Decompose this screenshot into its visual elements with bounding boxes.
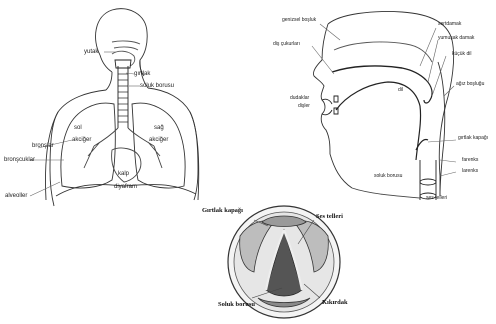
head-outline — [96, 9, 148, 76]
label-girtlak-kapagi: gırtlak kapağı — [458, 136, 488, 141]
face-profile — [100, 55, 112, 72]
label-diyafram: diyafram — [114, 184, 137, 190]
label-ses-telleri: ses telleri — [426, 196, 447, 201]
nasal-cavity — [112, 41, 140, 50]
neck-front — [352, 188, 420, 198]
nasal-cavity-2 — [334, 42, 432, 62]
label-sag-akciger: akciğer — [149, 137, 168, 143]
right-lung — [132, 103, 185, 188]
soft-palate — [424, 80, 432, 103]
label-kucuk-dil: küçük dil — [452, 52, 471, 57]
label-yumusak-damak: yumuşak damak — [438, 36, 474, 41]
label-larenks: larenks — [462, 169, 478, 174]
label-sertdamak: sertdamak — [438, 22, 461, 27]
label-kalp: kalp — [118, 171, 129, 177]
label-dis-cukurlari: diş çukurları — [273, 42, 300, 47]
label-agiz-boslugu: ağız boşluğu — [456, 82, 484, 87]
label-soluk-borusu-3: Soluk borusu — [218, 302, 255, 309]
label-yutak: yutak — [84, 49, 98, 55]
label-kikirdak: Kıkırdak — [322, 300, 348, 307]
label-dil: dil — [398, 88, 403, 93]
arm-left — [46, 112, 59, 200]
label-soluk-borusu-2: soluk borusu — [374, 174, 402, 179]
trachea-rings — [118, 74, 128, 122]
label-alveoller: alveoller — [5, 193, 27, 199]
teeth — [334, 96, 338, 114]
label-girtlak: gırtlak — [134, 71, 150, 77]
label-sag: sağ — [154, 125, 164, 131]
label-genizsel-bosluk: genizsel boşluk — [282, 18, 316, 23]
tongue-2 — [336, 82, 421, 160]
label-disler: dişler — [298, 104, 310, 109]
hard-palate — [332, 66, 426, 80]
label-sol: sol — [74, 125, 82, 131]
label-soluk-borusu: soluk borusu — [140, 83, 174, 89]
trachea — [118, 66, 128, 128]
vocal-cords — [420, 179, 436, 185]
label-bronslar: bronşlar — [32, 143, 54, 149]
label-farenks: farenks — [462, 158, 478, 163]
label-bronscuklar: bronşcuklar — [4, 157, 35, 163]
face-profile-2 — [313, 24, 352, 188]
vocal-tract-diagram — [312, 12, 456, 201]
skull-outline — [328, 12, 454, 197]
larynx — [115, 60, 131, 68]
label-girtlak-kapagi-3: Gırtlak kapağı — [202, 208, 243, 215]
label-sol-akciger: akciğer — [72, 137, 91, 143]
label-dudaklar: dudaklar — [290, 96, 309, 101]
label-ses-telleri-3: Ses telleri — [316, 214, 343, 221]
left-lung — [61, 103, 115, 188]
respiratory-diagram — [30, 9, 199, 206]
